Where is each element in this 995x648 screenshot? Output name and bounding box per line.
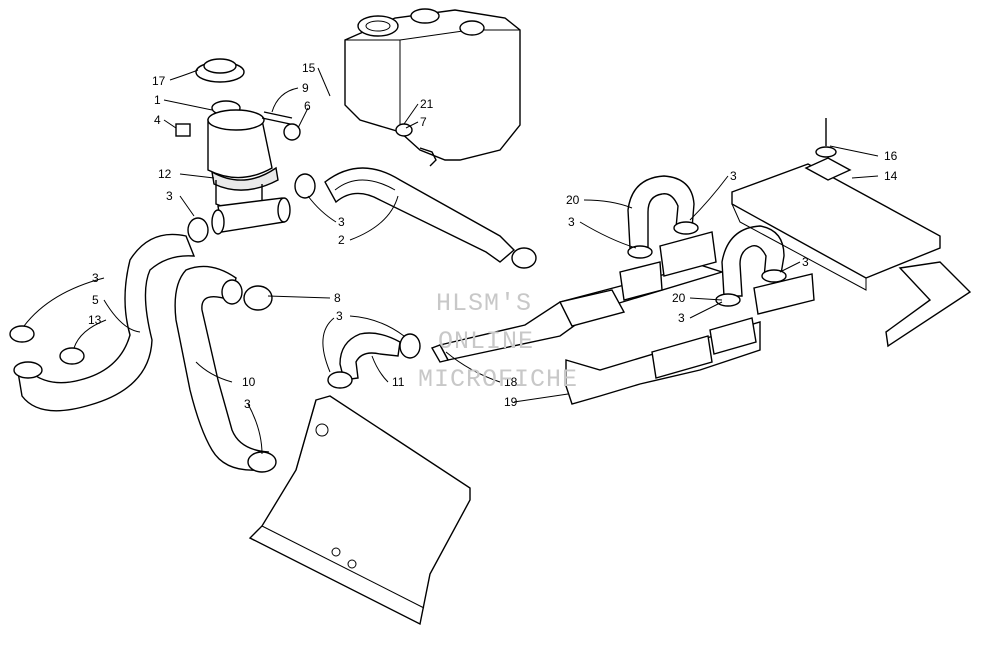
watermark: HLSM'S ONLINE MICROFICHE (418, 289, 578, 394)
coolant-reservoir-tank (344, 8, 521, 167)
callout-3: 3 (336, 309, 343, 323)
callout-numbers: 17 1 4 12 3 15 9 6 21 7 3 2 20 3 3 16 14… (88, 61, 898, 411)
rail-plate-14 (731, 118, 972, 348)
callout-3: 3 (92, 271, 99, 285)
watermark-line-3: MICROFICHE (418, 365, 578, 394)
callout-9: 9 (302, 81, 309, 95)
callout-14: 14 (884, 169, 898, 183)
callout-3: 3 (730, 169, 737, 183)
callout-12: 12 (158, 167, 172, 181)
watermark-line-1: HLSM'S (436, 289, 532, 318)
filler-neck-assembly (175, 58, 301, 235)
hose-11 (339, 332, 401, 381)
callout-3: 3 (166, 189, 173, 203)
callout-6: 6 (304, 99, 311, 113)
callout-18: 18 (504, 375, 518, 389)
elbow-hose-20-upper (627, 175, 695, 249)
callout-13: 13 (88, 313, 102, 327)
callout-15: 15 (302, 61, 316, 75)
callout-19: 19 (504, 395, 518, 409)
heat-exchanger-18 (430, 231, 725, 363)
callout-2: 2 (338, 233, 345, 247)
callout-10: 10 (242, 375, 256, 389)
callout-4: 4 (154, 113, 161, 127)
mounting-plate (248, 395, 471, 626)
leader-lines (23, 67, 879, 455)
callout-1: 1 (154, 93, 161, 107)
hose-clamps (9, 123, 787, 473)
callout-8: 8 (334, 291, 341, 305)
watermark-line-2: ONLINE (438, 327, 534, 356)
callout-3: 3 (244, 397, 251, 411)
heat-exchanger-19 (565, 273, 815, 405)
callout-21: 21 (420, 97, 434, 111)
callout-20: 20 (566, 193, 580, 207)
hose-10 (174, 265, 270, 471)
hose-2 (324, 167, 516, 263)
callout-20: 20 (672, 291, 686, 305)
callout-3: 3 (338, 215, 345, 229)
callout-7: 7 (420, 115, 427, 129)
callout-17: 17 (152, 74, 166, 88)
hose-5 (13, 233, 196, 412)
callout-3: 3 (678, 311, 685, 325)
callout-3: 3 (802, 255, 809, 269)
callout-11: 11 (392, 375, 405, 389)
callout-3: 3 (568, 215, 575, 229)
callout-5: 5 (92, 293, 99, 307)
callout-16: 16 (884, 149, 898, 163)
